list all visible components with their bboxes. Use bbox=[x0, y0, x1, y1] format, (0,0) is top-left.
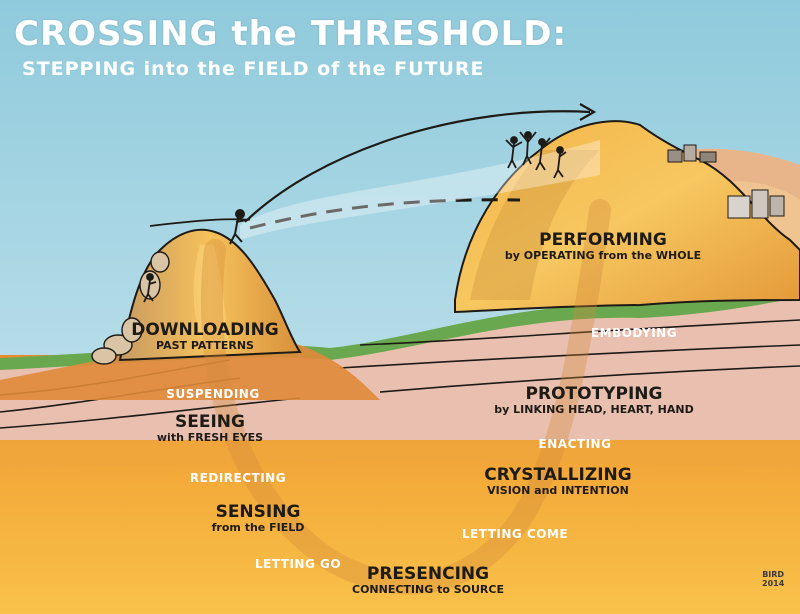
label-embodying: EMBODYING bbox=[590, 326, 678, 340]
label-downloading-title: DOWNLOADING bbox=[131, 320, 279, 340]
page-title: CROSSING the THRESHOLD: bbox=[14, 14, 568, 54]
u-journey-arrow bbox=[200, 199, 611, 595]
label-performing: PERFORMING by OPERATING from the WHOLE bbox=[504, 230, 702, 262]
label-crystallizing-sub: VISION and INTENTION bbox=[487, 483, 629, 497]
label-presencing: PRESENCING CONNECTING to SOURCE bbox=[352, 564, 504, 596]
label-presencing-title: PRESENCING bbox=[366, 564, 490, 584]
jumper-figure bbox=[229, 209, 247, 245]
label-sensing-title: SENSING bbox=[215, 502, 301, 522]
orange-strata bbox=[0, 440, 800, 470]
label-redirecting: REDIRECTING bbox=[189, 471, 287, 485]
right-mountain-shade bbox=[470, 150, 600, 300]
leap-arc bbox=[244, 110, 591, 223]
label-seeing-title: SEEING bbox=[175, 412, 245, 432]
leap-arc-arrowhead bbox=[579, 103, 597, 121]
right-mountain bbox=[454, 120, 800, 314]
climber-figure bbox=[143, 273, 157, 303]
pink-strata bbox=[0, 298, 800, 440]
page-subtitle: STEPPING into the FIELD of the FUTURE bbox=[22, 58, 485, 80]
celebrating-figures bbox=[505, 131, 567, 179]
label-prototyping-sub: by LINKING HEAD, HEART, HAND bbox=[494, 402, 694, 416]
threshold-line bbox=[149, 218, 251, 227]
label-sensing: SENSING from the FIELD bbox=[211, 502, 305, 534]
label-crystallizing-title: CRYSTALLIZING bbox=[484, 465, 632, 485]
label-seeing: SEEING with FRESH EYES bbox=[156, 412, 264, 444]
village bbox=[667, 144, 785, 219]
label-performing-title: PERFORMING bbox=[539, 230, 667, 250]
label-enacting: ENACTING bbox=[538, 437, 612, 451]
artist-signature: BIRD 2014 bbox=[762, 570, 785, 589]
label-downloading: DOWNLOADING PAST PATTERNS bbox=[131, 320, 279, 352]
signature-line-1: BIRD bbox=[762, 570, 785, 579]
label-letting-come: LETTING COME bbox=[461, 527, 569, 541]
signature-line-2: 2014 bbox=[762, 578, 785, 588]
label-sensing-sub: from the FIELD bbox=[211, 520, 305, 534]
label-performing-sub: by OPERATING from the WHOLE bbox=[504, 248, 702, 262]
label-letting-go: LETTING GO bbox=[254, 557, 342, 571]
label-prototyping: PROTOTYPING by LINKING HEAD, HEART, HAND bbox=[494, 384, 694, 416]
label-presencing-sub: CONNECTING to SOURCE bbox=[352, 582, 504, 596]
label-seeing-sub: with FRESH EYES bbox=[156, 430, 264, 444]
label-crystallizing: CRYSTALLIZING VISION and INTENTION bbox=[484, 465, 632, 497]
label-downloading-sub: PAST PATTERNS bbox=[156, 338, 254, 352]
label-suspending: SUSPENDING bbox=[166, 387, 260, 401]
left-peak-glow bbox=[193, 245, 230, 350]
label-prototyping-title: PROTOTYPING bbox=[525, 384, 663, 404]
bridge-dashed bbox=[249, 198, 521, 230]
